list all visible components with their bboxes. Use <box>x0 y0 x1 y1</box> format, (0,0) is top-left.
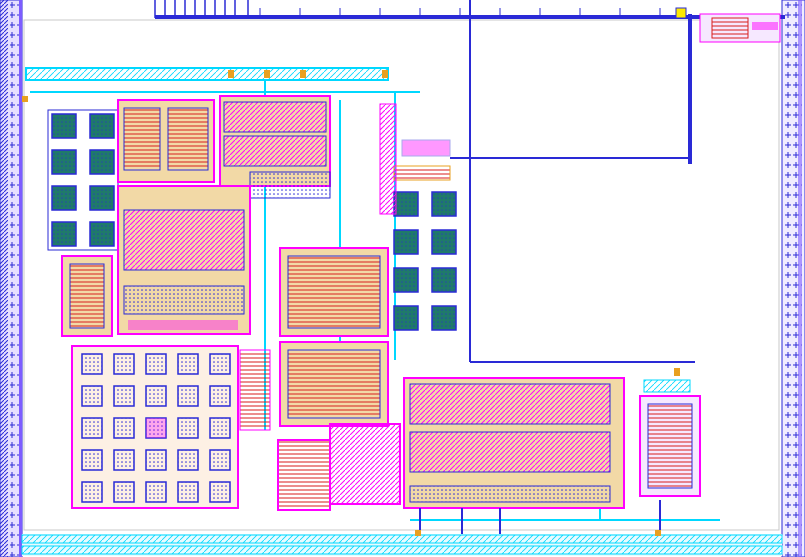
top-right-cell[interactable] <box>688 13 781 164</box>
capacitor-array-center[interactable] <box>393 191 457 331</box>
bottom-power-rail[interactable] <box>21 534 783 556</box>
left-power-rail[interactable] <box>0 0 23 557</box>
transistor-matrix[interactable] <box>117 185 251 335</box>
resistor-block-top[interactable] <box>117 99 215 183</box>
via-markers <box>22 70 680 536</box>
routing-metal1 <box>450 0 695 363</box>
resistor-cell-right[interactable] <box>639 379 701 497</box>
design-boundary <box>23 19 780 531</box>
resistor-bank-center[interactable] <box>239 247 389 511</box>
capacitor-grid-bottom-left[interactable] <box>71 345 239 509</box>
logic-cluster-bottom[interactable] <box>329 377 661 534</box>
switch-cell-center[interactable] <box>379 103 451 215</box>
transistor-block-top[interactable] <box>219 95 331 199</box>
right-power-rail[interactable] <box>781 0 805 557</box>
resistor-left-small[interactable] <box>61 255 113 337</box>
capacitor-array-left[interactable] <box>47 109 119 251</box>
